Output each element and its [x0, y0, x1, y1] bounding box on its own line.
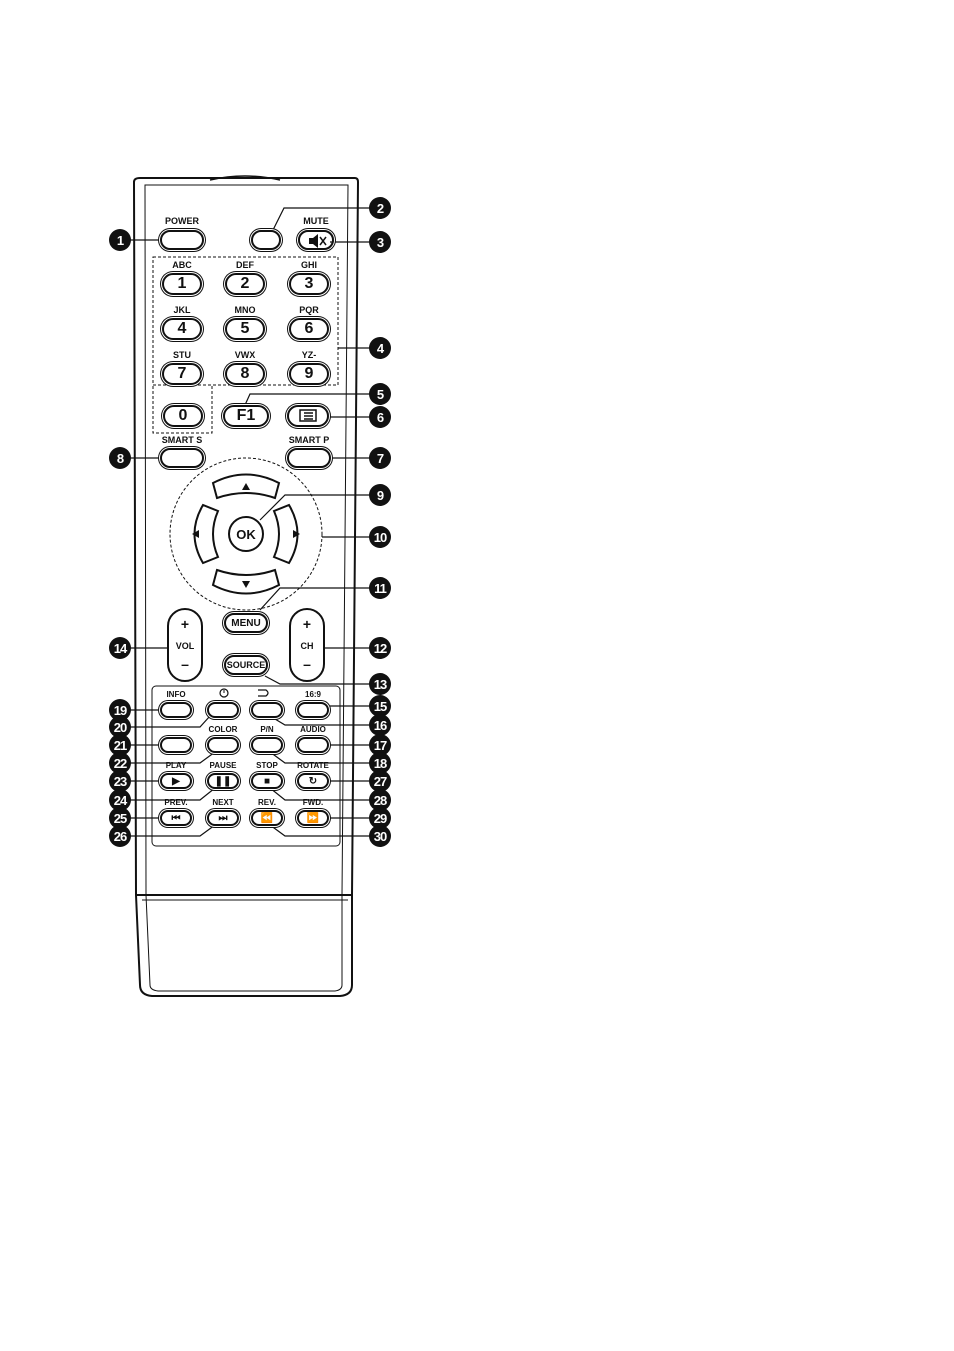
mute-label: MUTE [303, 216, 329, 226]
ch-minus-label[interactable]: – [303, 656, 311, 672]
ch-label: CH [301, 641, 314, 651]
callout-12: 12 [369, 637, 391, 659]
rev-button[interactable]: ⏪ [251, 810, 283, 826]
keypad-letters-label: MNO [235, 305, 256, 315]
callout-9: 9 [369, 484, 391, 506]
smart-p-label: SMART P [289, 435, 330, 445]
digit-3-button[interactable]: 3 [289, 273, 329, 295]
digit-5-button[interactable]: 5 [225, 318, 265, 340]
blank-button[interactable] [251, 230, 281, 250]
digit-7-button[interactable]: 7 [162, 363, 202, 385]
list-button[interactable] [287, 405, 329, 427]
power-label: POWER [165, 216, 199, 226]
digit-1-button[interactable]: 1 [162, 273, 202, 295]
pn-label: P/N [260, 725, 273, 734]
audio-button[interactable] [297, 737, 329, 753]
stop-button[interactable]: ■ [251, 773, 283, 789]
ch-plus-label[interactable]: + [303, 616, 311, 632]
keypad-letters-label: VWX [235, 350, 256, 360]
callout-11: 11 [369, 577, 391, 599]
keypad-letters-label: ABC [172, 260, 192, 270]
fwd-button[interactable]: ⏩ [297, 810, 329, 826]
timer-button[interactable] [207, 702, 239, 718]
callout-5: 5 [369, 383, 391, 405]
digit-8-button[interactable]: 8 [225, 363, 265, 385]
keypad-letters-label: GHI [301, 260, 317, 270]
callout-4: 4 [369, 337, 391, 359]
f1-button[interactable]: F1 [223, 405, 269, 427]
digit-4-button[interactable]: 4 [162, 318, 202, 340]
aspect-label: 16:9 [305, 690, 321, 699]
color-button[interactable] [207, 737, 239, 753]
callout-13: 13 [369, 673, 391, 695]
prev-label: PREV. [164, 798, 187, 807]
info-label: INFO [166, 690, 185, 699]
callout-8: 8 [109, 447, 131, 469]
callout-16: 16 [369, 714, 391, 736]
callout-14: 14 [109, 637, 131, 659]
color-label: COLOR [209, 725, 238, 734]
rev-label: REV. [258, 798, 276, 807]
callout-6: 6 [369, 406, 391, 428]
pause-button[interactable]: ❚❚ [207, 773, 239, 789]
smart-s-label: SMART S [162, 435, 203, 445]
mute-button[interactable] [298, 230, 334, 250]
callout-30: 30 [369, 825, 391, 847]
next-label: NEXT [212, 798, 233, 807]
power-button[interactable] [160, 230, 204, 250]
stop-label: STOP [256, 761, 278, 770]
smart-s-button[interactable] [160, 448, 204, 468]
source-button[interactable]: SOURCE [224, 655, 268, 675]
vol-label: VOL [176, 641, 195, 651]
callout-7: 7 [369, 447, 391, 469]
blank-button-21[interactable] [160, 737, 192, 753]
smart-p-button[interactable] [287, 448, 331, 468]
play-button[interactable]: ▶ [160, 773, 192, 789]
rotate-label: ROTATE [297, 761, 329, 770]
keypad-letters-label: PQR [299, 305, 319, 315]
digit-0-button[interactable]: 0 [163, 405, 203, 427]
callout-10: 10 [369, 526, 391, 548]
callout-26: 26 [109, 825, 131, 847]
fwd-label: FWD. [303, 798, 323, 807]
digit-6-button[interactable]: 6 [289, 318, 329, 340]
rotate-button[interactable]: ↻ [297, 773, 329, 789]
keypad-letters-label: JKL [173, 305, 190, 315]
keypad-letters-label: STU [173, 350, 191, 360]
digit-9-button[interactable]: 9 [289, 363, 329, 385]
next-button[interactable]: ⏭ [207, 810, 239, 826]
pause-label: PAUSE [210, 761, 237, 770]
keypad-letters-label: DEF [236, 260, 254, 270]
pn-button[interactable] [251, 737, 283, 753]
ok-label[interactable]: OK [236, 527, 256, 542]
info-button[interactable] [160, 702, 192, 718]
menu-button[interactable]: MENU [224, 613, 268, 633]
vol-plus-label[interactable]: + [181, 616, 189, 632]
aspect-button[interactable] [297, 702, 329, 718]
digit-2-button[interactable]: 2 [225, 273, 265, 295]
callout-2: 2 [369, 197, 391, 219]
callout-1: 1 [109, 229, 131, 251]
return-button[interactable] [251, 702, 283, 718]
keypad-letters-label: YZ- [302, 350, 317, 360]
prev-button[interactable]: ⏮ [160, 810, 192, 826]
callout-3: 3 [369, 231, 391, 253]
audio-label: AUDIO [300, 725, 326, 734]
play-label: PLAY [166, 761, 187, 770]
vol-minus-label[interactable]: – [181, 656, 189, 672]
